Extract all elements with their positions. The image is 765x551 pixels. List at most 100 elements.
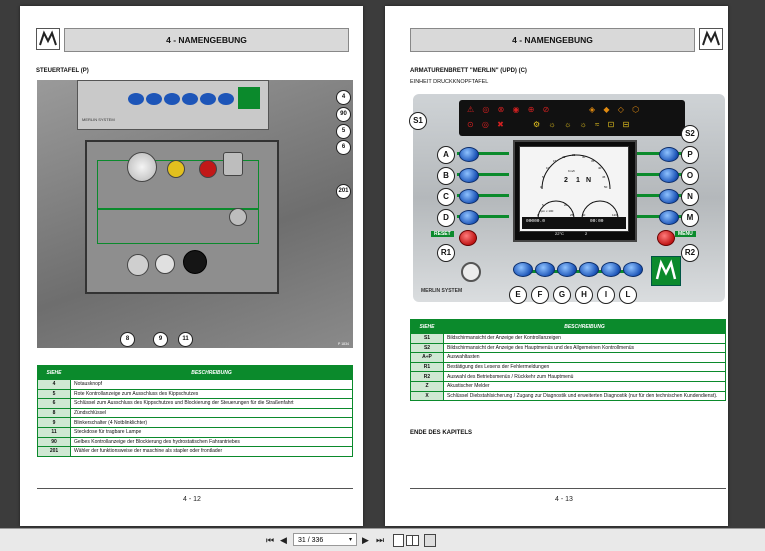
hazard-switch[interactable] [155, 254, 175, 274]
label-o: O [681, 167, 699, 185]
page-number-input[interactable]: 31 / 336▾ [293, 533, 357, 546]
next-page-button[interactable]: ▶ [362, 535, 369, 545]
footer-rule [37, 488, 353, 489]
merlin-logo-icon [651, 256, 681, 286]
label-e: E [509, 286, 527, 304]
mode-selector-switch[interactable] [229, 208, 247, 226]
single-page-icon[interactable] [393, 534, 404, 547]
label-d: D [437, 209, 455, 227]
yellow-indicator [167, 160, 185, 178]
panel-brand: MERLIN SYSTEM [421, 288, 463, 294]
manitou-logo-icon [699, 28, 723, 50]
manitou-logo-icon [36, 28, 60, 50]
col-header-code: SIEHE [37, 365, 71, 380]
label-l: L [619, 286, 637, 304]
section-subtitle: EINHEIT DRUCKKNOPFTAFEL [410, 79, 489, 85]
key-switch[interactable] [461, 262, 481, 282]
col-header-description: BESCHREIBUNG [443, 319, 726, 334]
callout-5: 5 [336, 124, 351, 139]
page-number: 4 - 13 [555, 496, 573, 503]
button-e[interactable] [513, 262, 533, 277]
chevron-down-icon: ▾ [348, 537, 352, 543]
label-s2: S2 [681, 125, 699, 143]
menu-button[interactable] [657, 230, 675, 246]
button-o[interactable] [659, 168, 679, 183]
ignition-switch[interactable] [127, 254, 149, 276]
label-r2: R2 [681, 244, 699, 262]
chapter-title: 4 - NAMENGEBUNG [166, 35, 247, 45]
page-number: 4 - 12 [183, 496, 201, 503]
callout-8: 8 [120, 332, 135, 347]
control-panel-photo: MERLIN SYSTEM P 1834 [37, 80, 353, 348]
label-n: N [681, 188, 699, 206]
prev-page-button[interactable]: ◀ [280, 535, 287, 545]
label-h: H [575, 286, 593, 304]
button-n[interactable] [659, 189, 679, 204]
button-l[interactable] [623, 262, 643, 277]
label-b: B [437, 167, 455, 185]
button-a[interactable] [459, 147, 479, 162]
section-title: ARMATURENBRETT "MERLIN" (UPD) (C) [410, 68, 527, 74]
chapter-header: 4 - NAMENGEBUNG [410, 28, 695, 52]
lcd-display: Km/h 2 1 N 0 5 10 15 20 25 30 35 40 45 5… [513, 140, 637, 242]
callout-9: 9 [153, 332, 168, 347]
menu-label: MENU [675, 231, 696, 237]
label-g: G [553, 286, 571, 304]
switch-plate [85, 140, 279, 294]
anti-tip-key-switch[interactable] [223, 152, 243, 176]
section-title: STEUERTAFEL (P) [36, 68, 89, 74]
button-h[interactable] [579, 262, 599, 277]
callout-201: 201 [336, 184, 351, 199]
footer-rule [410, 488, 726, 489]
label-r1: R1 [437, 244, 455, 262]
fit-page-icon[interactable] [424, 534, 436, 547]
button-g[interactable] [557, 262, 577, 277]
reset-label: RESET [431, 231, 454, 237]
lamp-socket [183, 250, 207, 274]
callout-90: 90 [336, 107, 351, 122]
first-page-button[interactable]: ⏮ [266, 535, 275, 545]
label-a: A [437, 146, 455, 164]
end-of-chapter: ENDE DES KAPITELS [410, 430, 473, 436]
merlin-logo-icon [238, 87, 260, 109]
button-f[interactable] [535, 262, 555, 277]
button-m[interactable] [659, 210, 679, 225]
label-p: P [681, 146, 699, 164]
chapter-header: 4 - NAMENGEBUNG [64, 28, 349, 52]
viewer-toolbar: ⏮ ◀ 31 / 336▾ ▶ ⏭ [0, 528, 765, 551]
left-page: 4 - NAMENGEBUNG STEUERTAFEL (P) MERLIN S… [20, 6, 363, 526]
label-c: C [437, 188, 455, 206]
button-b[interactable] [459, 168, 479, 183]
reset-button[interactable] [459, 230, 477, 246]
label-s1: S1 [409, 112, 427, 130]
callout-6: 6 [336, 140, 351, 155]
display-screen: Km/h 2 1 N 0 5 10 15 20 25 30 35 40 45 5… [519, 146, 629, 232]
chapter-title: 4 - NAMENGEBUNG [512, 35, 593, 45]
button-d[interactable] [459, 210, 479, 225]
button-i[interactable] [601, 262, 621, 277]
button-c[interactable] [459, 189, 479, 204]
emergency-stop-button[interactable] [127, 152, 157, 182]
dashboard-panel-photo: ⚠ ◎ ⊗ ◉ ⊕ ⊘ ◈ ◆ ◇ ⬡ ⊙ ◎ ✖ ⚙ ☼ ☼ ☼ ≈ ⊡ ⊟ … [413, 94, 725, 302]
col-header-description: BESCHREIBUNG [70, 365, 353, 380]
button-p[interactable] [659, 147, 679, 162]
dashboard-strip: MERLIN SYSTEM [77, 80, 269, 130]
label-i: I [597, 286, 615, 304]
last-page-button[interactable]: ⏭ [376, 535, 385, 545]
